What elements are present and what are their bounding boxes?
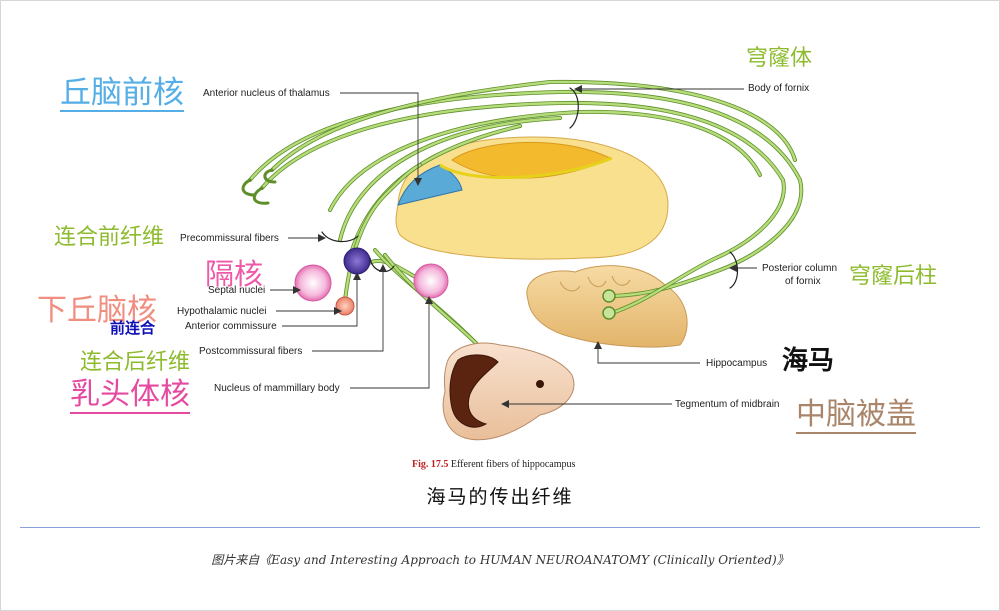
hippocampus-structure bbox=[526, 265, 688, 348]
label-hippocampus: Hippocampus bbox=[706, 358, 768, 369]
source-attribution: 图片来自《Easy and Interesting Approach to HU… bbox=[211, 553, 789, 567]
label-postcommissural-fibers: Postcommissural fibers bbox=[199, 346, 303, 357]
mammillary-nucleus-shape bbox=[413, 263, 449, 299]
cn-label-hippocampus: 海马 bbox=[782, 346, 835, 376]
cn-label-tegmentum: 中脑被盖 bbox=[796, 397, 916, 434]
label-septal-nuclei: Septal nuclei bbox=[208, 285, 266, 296]
leader-lines bbox=[270, 88, 757, 405]
label-tegmentum-midbrain: Tegmentum of midbrain bbox=[675, 399, 780, 410]
divider-line bbox=[20, 527, 980, 528]
figure-number: Fig. 17.5 bbox=[412, 459, 449, 470]
cn-label-anterior-thalamic-nucleus: 丘脑前核 bbox=[60, 75, 184, 112]
label-hypothalamic-nuclei: Hypothalamic nuclei bbox=[177, 306, 267, 317]
cn-label-anterior-commissure: 前连合 bbox=[110, 319, 156, 337]
cn-label-fornix-body: 穹窿体 bbox=[746, 46, 813, 71]
cn-label-hypothalamic-nuclei: 下丘脑核 bbox=[37, 293, 157, 328]
label-posterior-column-line1: Posterior column bbox=[762, 263, 838, 274]
cn-label-septal-nuclei: 隔核 bbox=[205, 257, 264, 291]
figure-caption-text: Efferent fibers of hippocampus bbox=[450, 459, 576, 470]
anterior-commissure-shape bbox=[343, 247, 371, 275]
cn-label-fornix-posterior-column: 穹窿后柱 bbox=[849, 264, 938, 289]
diagram-subtitle: 海马的传出纤维 bbox=[426, 486, 574, 508]
hippocampal-fiber-ends bbox=[602, 289, 616, 320]
fornix-bundle bbox=[241, 79, 804, 377]
label-precommissural-fibers: Precommissural fibers bbox=[180, 233, 279, 244]
midbrain-structure bbox=[442, 342, 575, 441]
septal-nuclei-shape bbox=[294, 264, 332, 302]
label-anterior-commissure: Anterior commissure bbox=[185, 321, 277, 332]
label-body-of-fornix: Body of fornix bbox=[748, 83, 810, 94]
figure-caption: Fig. 17.5 Efferent fibers of hippocampus bbox=[412, 459, 575, 470]
thalamus-structure bbox=[395, 136, 669, 260]
label-posterior-column-line2: of fornix bbox=[785, 276, 821, 287]
arrow-heads bbox=[293, 85, 737, 408]
cn-label-postcommissural-fibers: 连合后纤维 bbox=[80, 350, 191, 375]
cn-label-mammillary-nucleus: 乳头体核 bbox=[70, 377, 190, 414]
cn-label-precommissural-fibers: 连合前纤维 bbox=[54, 225, 165, 250]
label-anterior-nucleus-thalamus: Anterior nucleus of thalamus bbox=[203, 88, 330, 99]
label-mammillary-nucleus: Nucleus of mammillary body bbox=[214, 383, 340, 394]
